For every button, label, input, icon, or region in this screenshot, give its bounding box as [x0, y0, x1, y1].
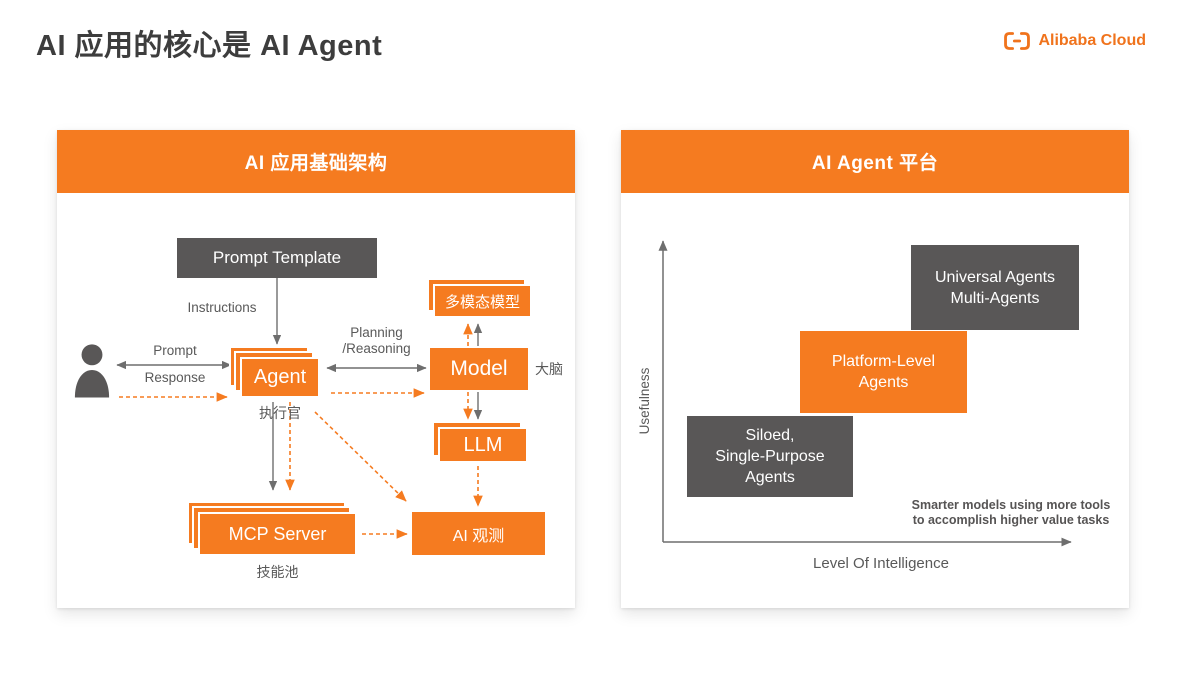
brain-label: 大脑 [535, 361, 563, 377]
box-line: Universal Agents [934, 268, 1056, 286]
instructions-label: Instructions [187, 300, 257, 315]
platform-level-agents-box: Platform-Level Agents [800, 331, 967, 413]
agent-label: Agent [240, 357, 320, 398]
chart-annotation: Smarter models using more tools to accom… [901, 498, 1121, 528]
box-line: Platform-Level [831, 353, 936, 370]
brand-name: Alibaba Cloud [1038, 32, 1146, 49]
annotation-line: to accomplish higher value tasks [912, 513, 1110, 527]
box-line: Agents [858, 374, 909, 391]
llm-node: LLM [432, 421, 528, 463]
prompt-label: Prompt [153, 343, 197, 358]
left-panel-header: AI 应用基础架构 [57, 130, 575, 193]
alibaba-cloud-brackets-icon [1004, 32, 1031, 50]
x-axis-label: Level Of Intelligence [813, 555, 949, 572]
box-line: Multi-Agents [950, 289, 1040, 307]
right-panel-header: AI Agent 平台 [621, 130, 1129, 193]
multimodal-model-label: 多模态模型 [433, 284, 532, 318]
universal-agents-box: Universal Agents Multi-Agents [911, 245, 1079, 330]
planning-reasoning-label: Planning /Reasoning [319, 325, 434, 357]
page-title: AI 应用的核心是 AI Agent [36, 30, 383, 62]
left-diagram: Prompt Template Instructions 多模态模型 Promp… [57, 193, 575, 608]
box-line: Siloed, [745, 427, 795, 444]
model-node: Model [430, 348, 528, 390]
left-panel-ai-infrastructure: AI 应用基础架构 [57, 130, 575, 608]
box-line: Single-Purpose [715, 448, 825, 465]
person-icon [74, 344, 110, 398]
executor-label: 执行官 [259, 405, 301, 421]
box-line: Agents [745, 469, 795, 486]
multimodal-model-node: 多模态模型 [427, 278, 532, 318]
llm-label: LLM [438, 427, 528, 463]
response-label: Response [144, 370, 206, 385]
mcp-server-label: MCP Server [198, 512, 357, 556]
reasoning-line: /Reasoning [342, 341, 411, 356]
y-axis-label: Usefulness [637, 367, 652, 435]
agent-node: Agent [229, 346, 320, 398]
skill-pool-label: 技能池 [256, 564, 299, 580]
siloed-agents-box: Siloed, Single-Purpose Agents [687, 416, 853, 497]
ai-observability-node: AI 观测 [412, 512, 545, 555]
alibaba-cloud-logo: Alibaba Cloud [1002, 30, 1146, 52]
right-panel-ai-agent-platform: AI Agent 平台 Usefulness Siloed, Single-Pu… [621, 130, 1129, 608]
planning-line: Planning [350, 325, 403, 340]
right-chart: Usefulness Siloed, Single-Purpose Agents… [621, 193, 1129, 608]
annotation-line: Smarter models using more tools [911, 498, 1111, 512]
prompt-template-node: Prompt Template [177, 238, 377, 278]
mcp-server-node: MCP Server [187, 501, 357, 556]
